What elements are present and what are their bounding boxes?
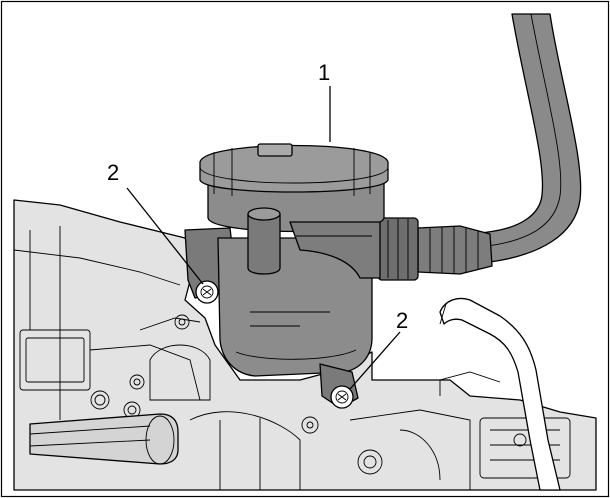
hose-connector xyxy=(377,217,493,281)
callout-2-left: 2 xyxy=(107,160,119,185)
breather-pipe-right xyxy=(439,297,561,491)
engine-block xyxy=(13,199,597,491)
callout-2-right: 2 xyxy=(396,308,408,333)
vent-hose xyxy=(451,13,582,267)
bolt-upper-left xyxy=(195,280,219,304)
oil-separator xyxy=(184,143,389,409)
callout-1: 1 xyxy=(318,60,330,85)
leader-line-2-left xyxy=(126,187,204,285)
bolt-lower-right xyxy=(330,385,354,409)
leader-line-2-right xyxy=(349,331,401,390)
